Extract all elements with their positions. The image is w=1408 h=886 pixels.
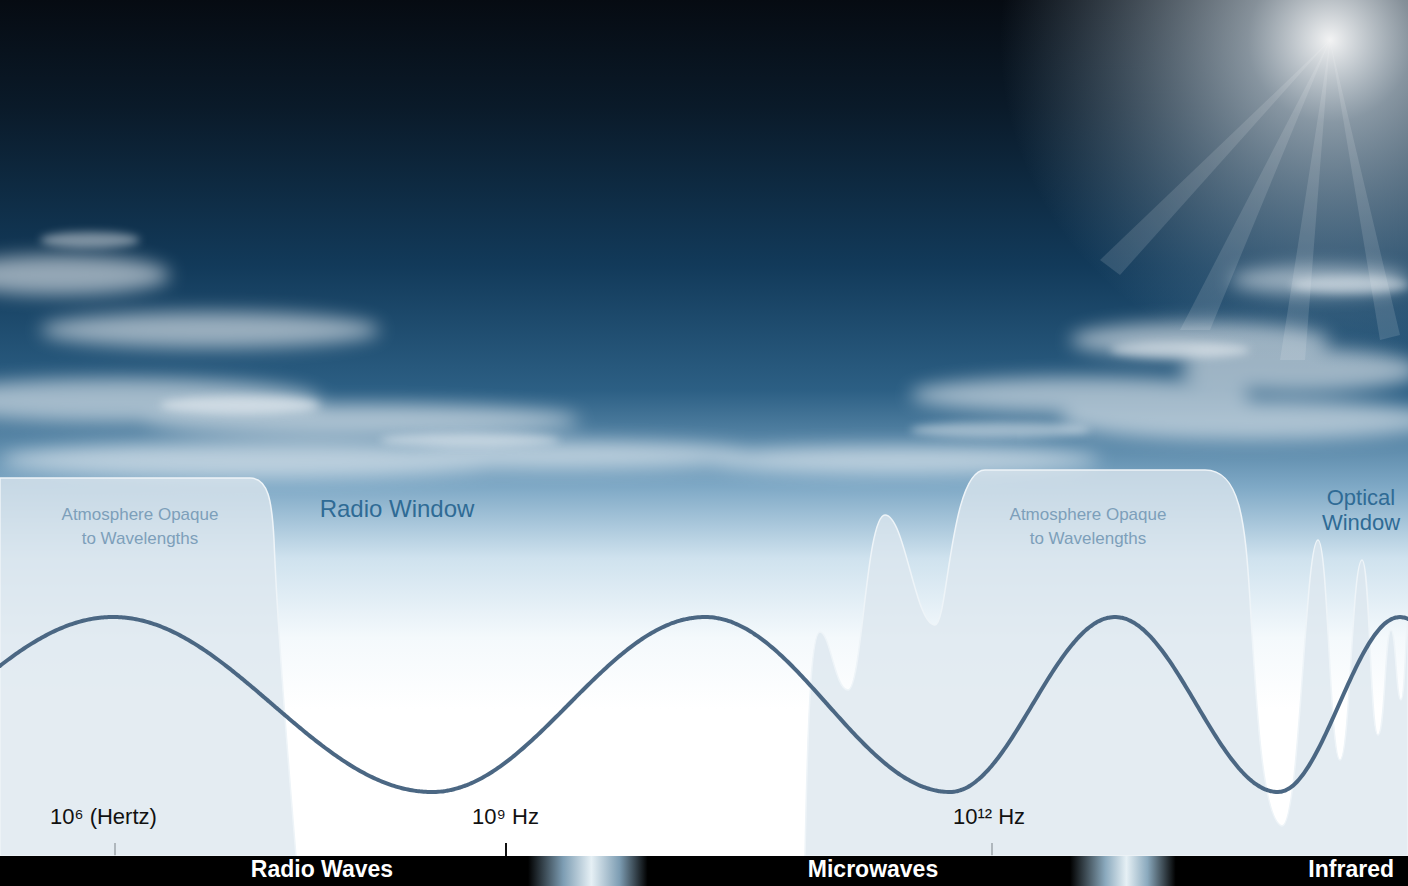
sky-part: [380, 433, 560, 447]
label-holder: Optical Window: [1318, 486, 1404, 535]
band-name: Microwaves: [808, 857, 938, 883]
label-holder: Microwaves: [808, 857, 938, 883]
window-label: Optical Window: [1318, 486, 1404, 535]
band-outline: [805, 470, 1408, 856]
opaque-band: Atmosphere Opaque to Wavelengths: [800, 460, 1408, 856]
frequency-label: 10⁹ Hz: [472, 805, 539, 830]
sky-part: [900, 0, 1408, 420]
sky-part: [505, 843, 507, 856]
band-shape: [0, 470, 300, 856]
band-label: Atmosphere Opaque to Wavelengths: [54, 503, 226, 551]
sky-part: [0, 442, 520, 478]
opaque-band: Atmosphere Opaque to Wavelengths: [0, 470, 300, 856]
label-holder: Radio Window: [320, 496, 475, 523]
sun-glare: [900, 0, 1408, 420]
frequency-label: 10¹² Hz: [953, 805, 1025, 830]
sky-part: [910, 422, 1090, 438]
sky-part: [1330, 40, 1400, 340]
band-outline: [0, 478, 296, 856]
sky-part: [160, 396, 320, 414]
sky-part: [0, 255, 170, 295]
band-label: Atmosphere Opaque to Wavelengths: [1002, 503, 1174, 551]
band-name: Radio Waves: [251, 857, 393, 883]
band-name: Infrared: [1308, 857, 1394, 883]
sky-part: [1100, 40, 1330, 275]
frequency-label: 10⁶ (Hertz): [50, 805, 157, 830]
label-holder: 10⁹ Hz: [472, 805, 539, 830]
window-label: Radio Window: [320, 496, 475, 523]
spectrum-bar: [0, 856, 1408, 886]
sky-part: [40, 232, 140, 248]
label-holder: Radio Waves: [251, 857, 393, 883]
label-holder: Infrared: [1308, 857, 1394, 883]
label-holder: 10¹² Hz: [953, 805, 1025, 830]
sky-part: [40, 312, 380, 348]
sky-part: [1100, 40, 1400, 360]
label-holder: 10⁶ (Hertz): [50, 805, 157, 830]
sky-part: [1280, 40, 1330, 360]
